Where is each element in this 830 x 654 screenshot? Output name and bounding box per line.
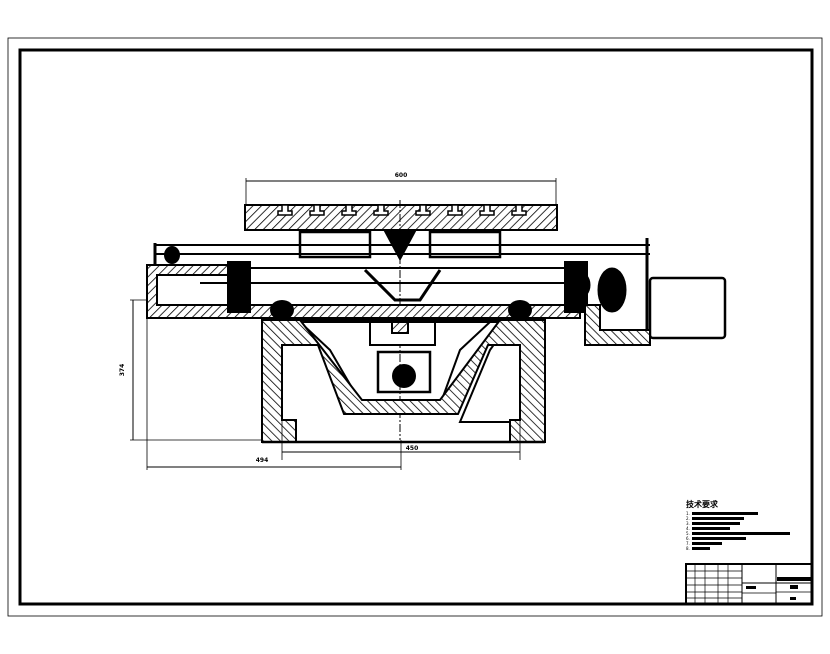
note-number: 3. — [686, 521, 690, 526]
note-number: 8. — [686, 546, 690, 551]
slide-assembly — [153, 200, 650, 440]
note-number: 6. — [686, 536, 690, 541]
note-number: 2. — [686, 516, 690, 521]
note-number: 4. — [686, 526, 690, 531]
technical-notes: 技术要求 1. 2. 3. 4. 5. 6. 7. 8. — [686, 499, 790, 551]
note-number: 1. — [686, 511, 690, 516]
bearings — [164, 246, 532, 394]
outer-border — [7, 37, 823, 617]
note-number: 7. — [686, 541, 690, 546]
dimension-450: 450 — [281, 420, 521, 460]
title-block — [685, 563, 813, 605]
dim-label-374: 374 — [119, 364, 126, 377]
drive-motor — [565, 267, 727, 346]
dimension-600: 600 — [245, 172, 557, 205]
note-number: 5. — [686, 531, 690, 536]
dimension-374: 374 — [119, 299, 262, 441]
machine-base — [261, 319, 546, 444]
drawing-frame — [18, 48, 814, 606]
dim-label-494: 494 — [256, 457, 269, 464]
dimension-494: 494 — [146, 318, 402, 470]
dim-label-450: 450 — [406, 445, 419, 452]
dim-label-600: 600 — [395, 172, 408, 179]
notes-title: 技术要求 — [686, 499, 719, 509]
worktable — [244, 204, 558, 231]
